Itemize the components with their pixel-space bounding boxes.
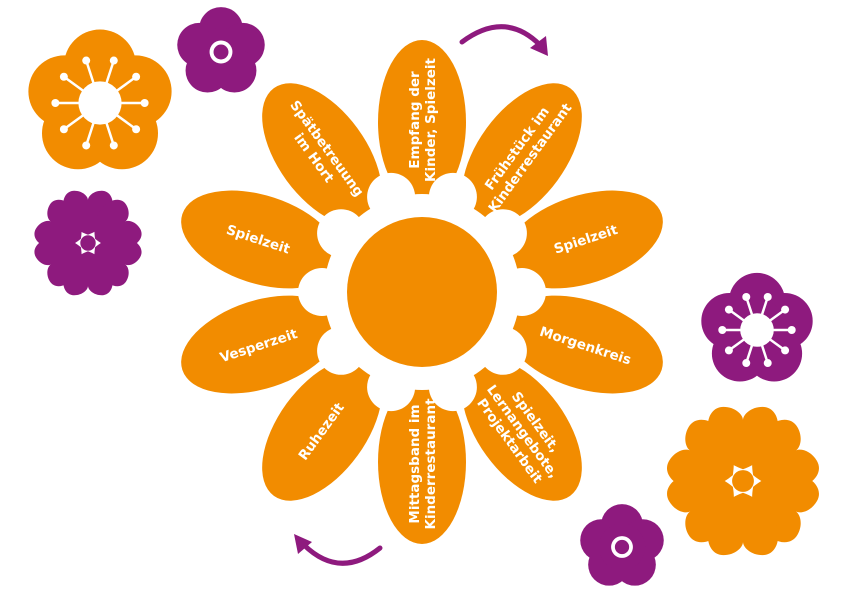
petal-shape bbox=[378, 40, 466, 204]
petal-shape bbox=[462, 358, 582, 501]
petal-label: Empfang derKinder, Spielzeit bbox=[407, 58, 439, 182]
decor-flower-purple-top bbox=[177, 7, 265, 93]
petal: Ruhezeit bbox=[262, 358, 382, 501]
center-scallop bbox=[478, 209, 527, 258]
petal-shape bbox=[181, 295, 340, 394]
petal: Morgenkreis bbox=[504, 295, 663, 394]
center-scallop bbox=[317, 209, 366, 258]
petal: Vesperzeit bbox=[181, 295, 340, 394]
petal-shape bbox=[462, 83, 582, 226]
cycle-arrow-bottom bbox=[294, 534, 383, 566]
petal-shape bbox=[504, 295, 663, 394]
petal: Mittagsband imKinderrestaurant bbox=[378, 380, 466, 544]
decor-heart-flower-orange-right bbox=[667, 406, 819, 556]
center-scallop bbox=[367, 363, 416, 412]
center-scallop bbox=[298, 268, 346, 316]
center-scallop bbox=[478, 326, 527, 375]
petal-shape bbox=[504, 190, 663, 289]
petal-shape bbox=[262, 83, 382, 226]
center-scallop bbox=[367, 172, 416, 221]
petal-label-line: Kinder, Spielzeit bbox=[423, 58, 439, 182]
decor-flower-purple-bottom bbox=[580, 504, 664, 586]
center-scallop bbox=[428, 363, 477, 412]
petals-group: Empfang derKinder, Spielzeit Frühstück im… bbox=[181, 40, 663, 544]
flower-center bbox=[298, 172, 546, 412]
center-disc bbox=[347, 217, 497, 367]
petal: Spielzeit,Lernangebote,Projektarbeit bbox=[462, 358, 582, 501]
petal: Spielzeit bbox=[504, 190, 663, 289]
petal-label-line: Kinderrestaurant bbox=[423, 398, 439, 530]
center-scallop bbox=[428, 172, 477, 221]
center-scallop bbox=[317, 326, 366, 375]
decor-flower-orange-topleft bbox=[28, 29, 172, 170]
petal-shape bbox=[262, 358, 382, 501]
decor-flower-purple-right bbox=[701, 272, 813, 382]
cycle-arrow-top bbox=[459, 24, 548, 56]
petal: Frühstück imKinderrestaurant bbox=[462, 83, 582, 226]
petal: Empfang derKinder, Spielzeit bbox=[378, 40, 466, 204]
center-scallop bbox=[498, 268, 546, 316]
petal-label-line: Empfang der bbox=[407, 71, 423, 169]
petal-shape bbox=[181, 190, 340, 289]
petal-label: Mittagsband imKinderrestaurant bbox=[407, 398, 439, 530]
decor-heart-flower-purple-left bbox=[34, 190, 142, 296]
petal-shape bbox=[378, 380, 466, 544]
petal: Spielzeit bbox=[181, 190, 340, 289]
petal-label-line: Mittagsband im bbox=[407, 404, 423, 523]
